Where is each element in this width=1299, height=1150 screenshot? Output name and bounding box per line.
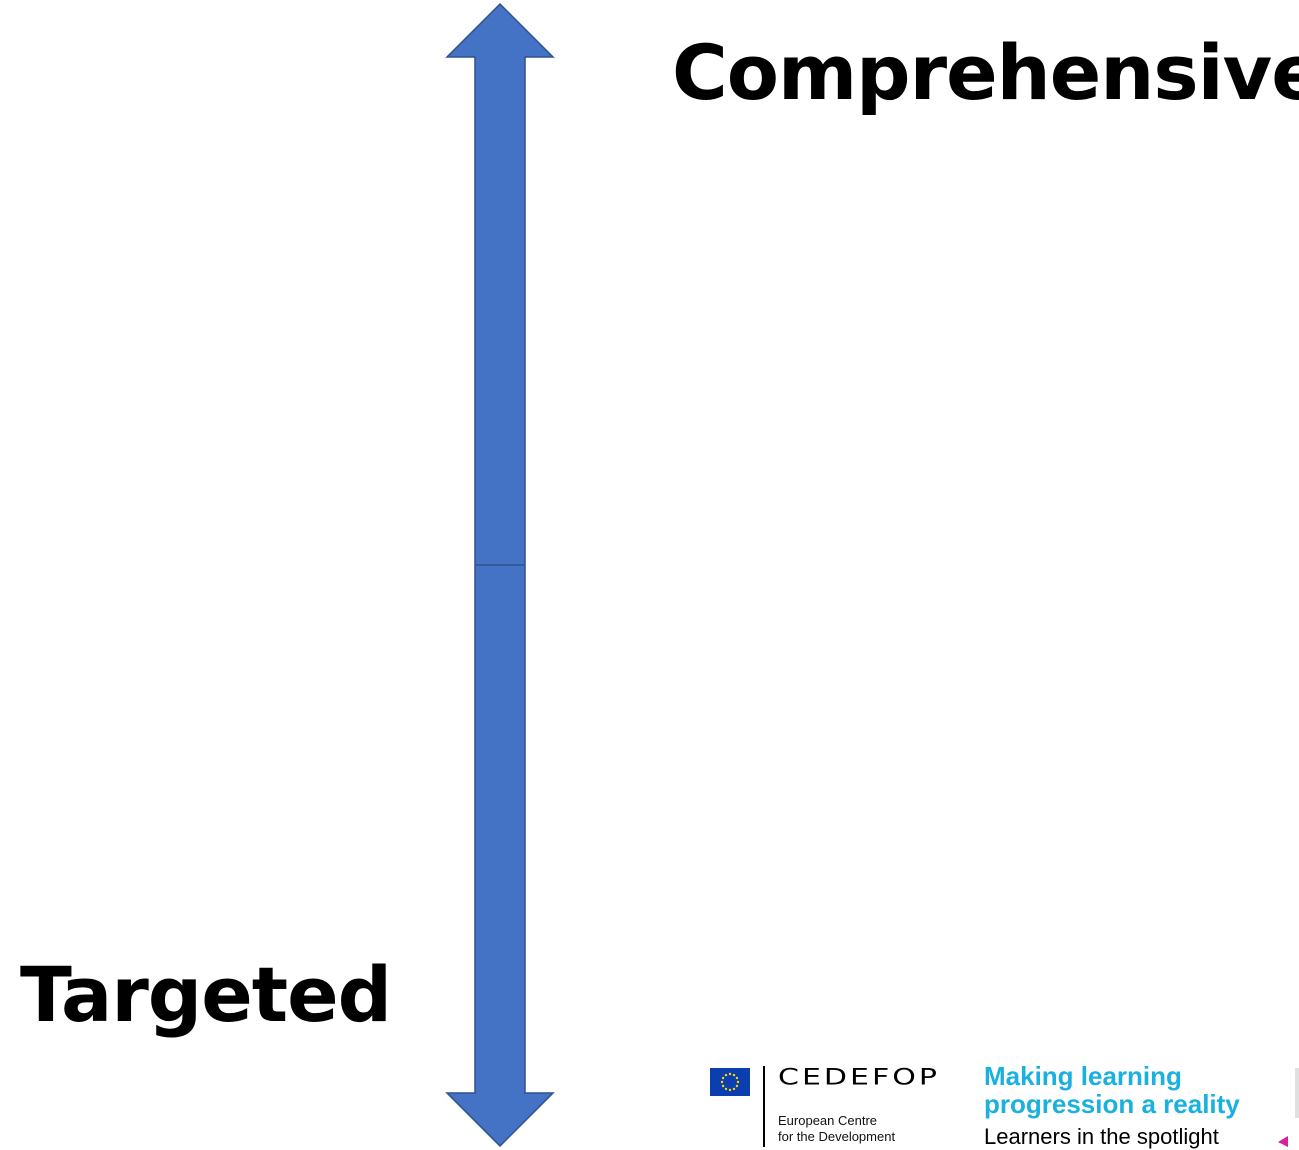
label-comprehensive: Comprehensive bbox=[672, 28, 1299, 117]
cedefop-subtitle-line1: European Centre bbox=[778, 1113, 878, 1128]
cedefop-subtitle-line2: for the Development bbox=[778, 1129, 896, 1144]
logo-divider bbox=[763, 1066, 765, 1147]
eu-flag-icon bbox=[710, 1068, 750, 1096]
edge-decoration bbox=[1295, 1068, 1299, 1118]
cedefop-subtitle: European Centre for the Development bbox=[778, 1113, 895, 1145]
tagline-line1: Making learning bbox=[984, 1061, 1182, 1091]
tagline: Making learning progression a reality bbox=[984, 1062, 1240, 1118]
label-targeted: Targeted bbox=[20, 950, 392, 1039]
tagline-line2: progression a reality bbox=[984, 1089, 1240, 1119]
magenta-accent-icon bbox=[1278, 1136, 1288, 1147]
footer-logo-bar: CEDEFOP European Centre for the Developm… bbox=[706, 1062, 1299, 1149]
cedefop-logo: CEDEFOP bbox=[778, 1064, 940, 1091]
arrow-shape bbox=[445, 2, 555, 1147]
subtagline: Learners in the spotlight bbox=[984, 1124, 1219, 1149]
